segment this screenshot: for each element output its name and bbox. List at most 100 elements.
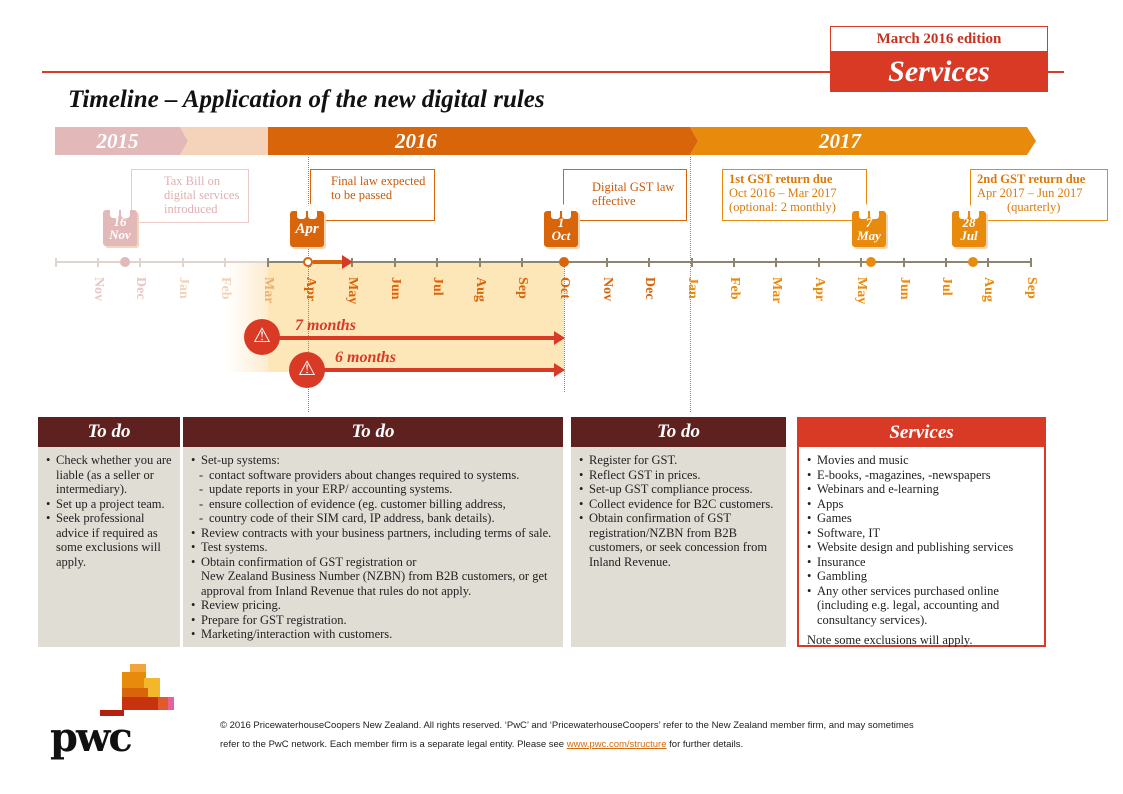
list-item: Movies and music <box>807 453 1036 468</box>
month-label: Jan <box>175 277 191 299</box>
month-label: Oct <box>557 277 573 299</box>
todo-header: To do <box>183 417 563 447</box>
list-item: Gambling <box>807 569 1036 584</box>
year-bar <box>55 127 1036 155</box>
copyright-footer: © 2016 PricewaterhouseCoopers New Zealan… <box>220 720 914 750</box>
axis-tick <box>817 258 820 267</box>
month-label: Feb <box>727 277 742 300</box>
year-2017-segment <box>690 127 1036 155</box>
preparation-period-highlight <box>268 262 564 372</box>
axis-tick <box>902 258 905 267</box>
list-item: Obtain confirmation of GST registration/… <box>579 511 778 569</box>
list-item: Marketing/interaction with customers. <box>191 627 555 642</box>
seven-months-label: 7 months <box>295 317 356 334</box>
warning-icon: ⚠ <box>289 352 325 388</box>
todo-box-now: To do Check whether you are liable (as a… <box>38 417 180 647</box>
event-final-law: Final law expected to be passed <box>310 169 435 221</box>
warning-icon: ⚠ <box>244 319 280 355</box>
month-label: Dec <box>642 277 658 300</box>
list-item: Check whether you are liable (as a selle… <box>46 453 172 497</box>
year-2016: 2016 <box>395 129 437 153</box>
month-label: Jun <box>387 277 403 300</box>
may-2017-marker <box>866 257 876 267</box>
month-label: Jan <box>684 277 700 299</box>
jul-2017-marker <box>968 257 978 267</box>
services-header: Services <box>799 419 1044 447</box>
list-item: Insurance <box>807 555 1036 570</box>
year-2015-segment <box>55 127 188 155</box>
header-rule <box>42 71 1064 73</box>
list-item: update reports in your ERP/ accounting s… <box>191 482 555 497</box>
structure-link[interactable]: www.pwc.com/structure <box>566 739 667 750</box>
oct-guide-line <box>564 262 565 392</box>
list-item: ensure collection of evidence (eg. custo… <box>191 497 555 512</box>
six-months-arrow <box>315 363 565 377</box>
pwc-logo-text: pwc <box>50 714 133 761</box>
jan-guide-line <box>690 157 691 412</box>
apr-2016-marker <box>303 257 313 267</box>
axis-tick <box>55 258 57 267</box>
calendar-icon-apr: Apr <box>290 204 324 247</box>
axis-tick <box>224 258 227 267</box>
axis-tick <box>266 258 269 267</box>
list-item: country code of their SIM card, IP addre… <box>191 511 555 526</box>
apr-guide-line <box>308 157 309 412</box>
axis-tick <box>945 258 947 267</box>
list-item: Set-up systems: <box>191 453 555 468</box>
six-months-label: 6 months <box>335 349 396 366</box>
month-label: Jun <box>896 277 912 300</box>
axis-tick <box>521 258 523 267</box>
month-label: Aug <box>472 277 488 302</box>
axis-tick <box>393 258 396 267</box>
axis-tick <box>648 258 651 267</box>
list-item: Any other services purchased online (inc… <box>807 584 1036 628</box>
list-item: Seek professional advice if required as … <box>46 511 172 569</box>
list-item: Obtain confirmation of GST registration … <box>191 555 555 570</box>
todo-header: To do <box>571 417 786 447</box>
axis-line-past <box>55 261 268 263</box>
axis-tick <box>860 258 863 267</box>
services-badge: Services <box>830 52 1048 92</box>
axis-tick <box>987 258 990 267</box>
axis-tick <box>605 258 608 267</box>
month-label: Dec <box>133 277 149 300</box>
axis-tick <box>181 258 184 267</box>
month-label: Apr <box>303 277 318 302</box>
month-label: May <box>854 277 870 305</box>
seven-months-arrow <box>270 331 565 345</box>
list-item: Reflect GST in prices. <box>579 468 778 483</box>
year-2015: 2015 <box>96 129 139 153</box>
axis-tick <box>733 258 735 267</box>
axis-tick <box>97 258 99 267</box>
year-2016-segment <box>268 127 698 155</box>
pwc-logo-mark <box>100 664 174 716</box>
oct-2016-marker <box>559 257 569 267</box>
axis-tick <box>775 258 778 267</box>
month-label: Aug <box>981 277 997 302</box>
event-gst-effective: Digital GST law effective <box>563 169 687 221</box>
event-tax-bill: Tax Bill on digital services introduced <box>131 169 249 223</box>
page-title: Timeline – Application of the new digita… <box>68 86 545 113</box>
month-label: Nov <box>91 277 106 302</box>
todo-header: To do <box>38 417 180 447</box>
axis-tick <box>478 258 481 267</box>
month-label: Jul <box>430 277 446 296</box>
list-item: Website design and publishing services <box>807 540 1036 555</box>
list-item: Webinars and e-learning <box>807 482 1036 497</box>
axis-tick <box>436 258 439 267</box>
list-item: E-books, -magazines, -newspapers <box>807 468 1036 483</box>
month-label: Feb <box>218 277 234 300</box>
axis-tick <box>1029 258 1032 267</box>
month-label: Jul <box>939 277 954 296</box>
month-label: Nov <box>599 277 615 302</box>
list-item: Set up a project team. <box>46 497 172 512</box>
services-note: Note some exclusions will apply. <box>807 633 973 647</box>
axis-tick <box>139 258 142 267</box>
list-item: Review contracts with your business part… <box>191 526 555 541</box>
